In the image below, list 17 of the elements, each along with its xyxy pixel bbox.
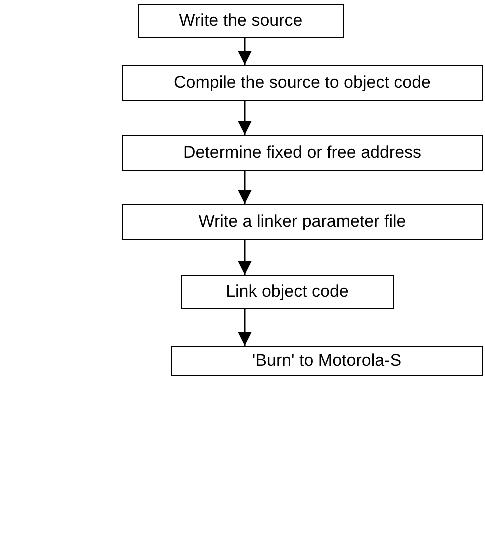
process-box — [122, 204, 483, 240]
step-label: Write a linker parameter file — [198, 212, 406, 232]
process-box — [122, 135, 483, 171]
step-label: Determine fixed or free address — [183, 143, 422, 163]
process-box — [181, 275, 394, 309]
step-label: Link object code — [226, 282, 349, 302]
process-box — [171, 346, 483, 376]
process-box — [122, 65, 483, 101]
arrow — [238, 240, 252, 275]
arrow — [238, 309, 252, 346]
step-label: Write the source — [179, 11, 303, 31]
arrow — [238, 171, 252, 204]
arrow — [238, 101, 252, 135]
step-label: Compile the source to object code — [174, 73, 432, 93]
arrow — [238, 38, 252, 65]
step-label: 'Burn' to Motorola-S — [252, 351, 402, 371]
process-box — [138, 4, 344, 38]
